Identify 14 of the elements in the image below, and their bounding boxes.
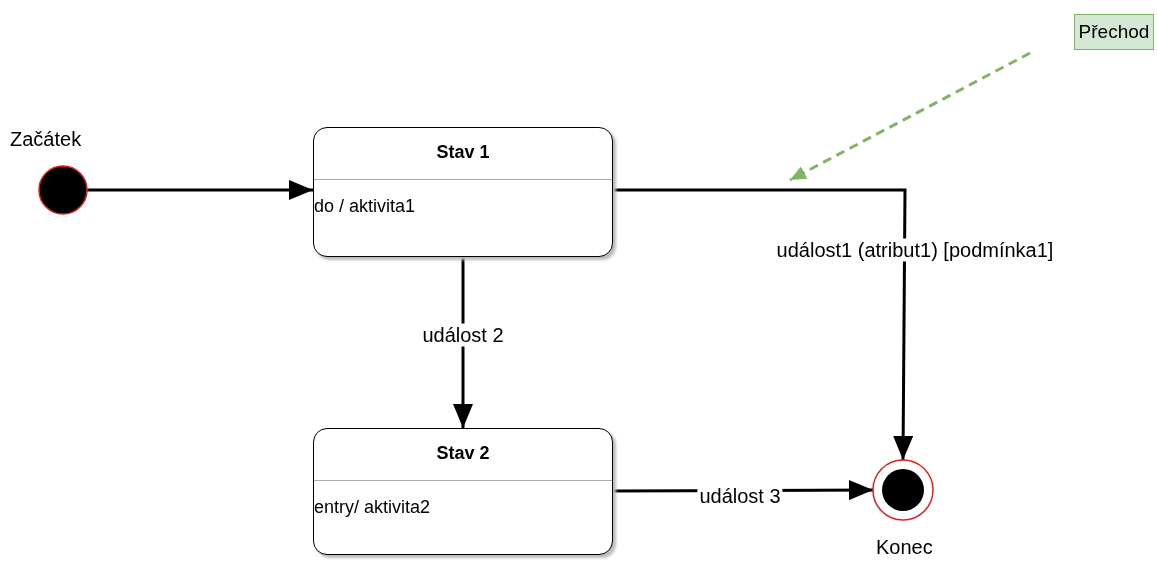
state-box bbox=[313, 428, 613, 555]
arrow bbox=[453, 257, 473, 428]
dashed-arrow bbox=[789, 51, 1031, 182]
state-activity: entry/ aktivita2 bbox=[314, 497, 431, 518]
state-box bbox=[313, 127, 613, 257]
state-activity: do / aktivita1 bbox=[314, 196, 416, 217]
state-name: Stav 1 bbox=[435, 142, 491, 163]
note-box: Přechod bbox=[1074, 14, 1154, 50]
arrow bbox=[87, 180, 313, 200]
state-label: Konec bbox=[876, 536, 933, 559]
edge-label: událost 2 bbox=[420, 323, 506, 347]
arrow bbox=[613, 188, 914, 460]
state-name: Stav 2 bbox=[435, 443, 491, 464]
state-label: Začátek bbox=[10, 128, 82, 151]
